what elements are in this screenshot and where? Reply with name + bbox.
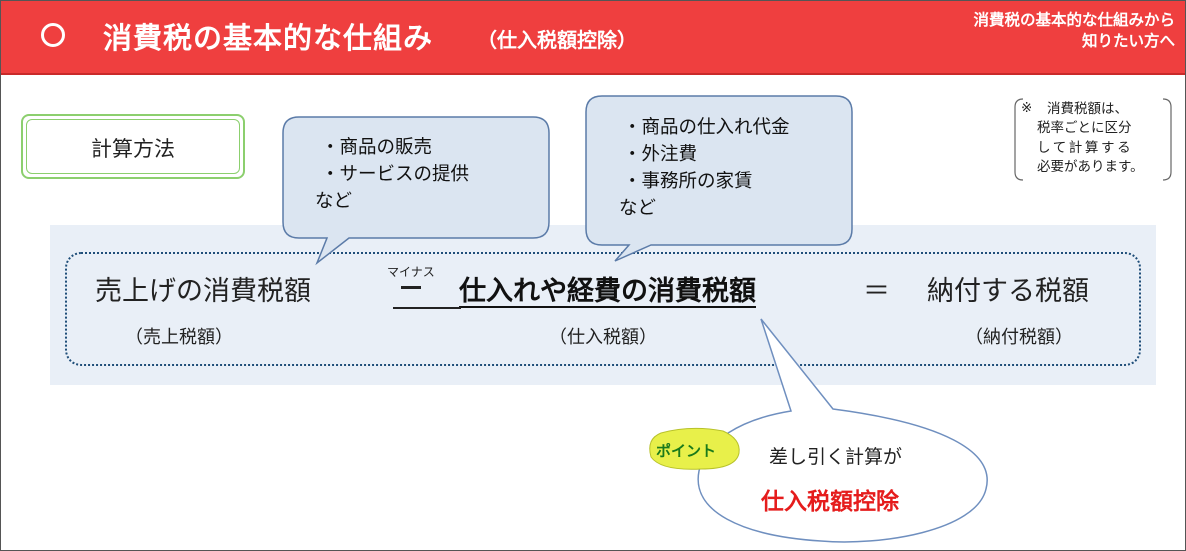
purchase-item-3: ・事務所の家賃 [623, 171, 753, 192]
point-text: 差し引く計算が [769, 446, 903, 468]
method-label: 計算方法 [91, 137, 175, 161]
purchase-bubble-text: ・商品の仕入れ代金 ・外注費 ・事務所の家賃 など [619, 114, 790, 222]
formula-dotted-box [65, 252, 1141, 366]
header-bar: 消費税の基本的な仕組み （仕入税額控除） 消費税の基本的な仕組みから 知りたい方… [1, 1, 1185, 75]
sales-bubble-text: ・商品の販売 ・サービスの提供 など [315, 134, 470, 215]
sales-tax-term: 売上げの消費税額 [95, 276, 311, 307]
purchase-item-4: など [619, 198, 657, 219]
method-label-box: 計算方法 [21, 114, 245, 179]
formula-band [50, 225, 1156, 385]
note-bracket-icon [1014, 98, 1172, 181]
sales-item-3: など [315, 191, 353, 212]
equals-sign: ＝ [863, 276, 890, 307]
minus-label: マイナス [387, 265, 435, 279]
minus-sign [401, 286, 421, 289]
note-line-4: 必要があります。 [1037, 159, 1144, 175]
payable-tax-term: 納付する税額 [927, 276, 1089, 307]
purchase-tax-label: （仕入税額） [549, 327, 657, 348]
method-label-inner-border [26, 119, 240, 174]
sales-callout-bubble [282, 116, 550, 266]
note-line-3: して計算する [1037, 139, 1134, 156]
basics-link-line1[interactable]: 消費税の基本的な仕組みから [973, 11, 1175, 29]
note-line-1: 消費税額は、 [1047, 101, 1128, 117]
page-title: 消費税の基本的な仕組み [103, 21, 434, 55]
point-badge-label: ポイント [656, 442, 717, 460]
basics-link[interactable]: 消費税の基本的な仕組みから 知りたい方へ [973, 10, 1175, 52]
payable-tax-label: （納付税額） [965, 327, 1073, 348]
purchase-callout-bubble [585, 95, 853, 262]
sales-tax-label: （売上税額） [125, 327, 233, 348]
circle-icon [41, 23, 65, 47]
sales-item-2: ・サービスの提供 [321, 164, 470, 185]
purchase-item-2: ・外注費 [623, 144, 698, 165]
point-badge [649, 427, 740, 470]
note-line-2: 税率ごとに区分 [1037, 120, 1132, 136]
note-mark: ※ [1021, 100, 1033, 116]
page-subtitle: （仕入税額控除） [477, 28, 637, 52]
purchase-item-1: ・商品の仕入れ代金 [623, 117, 790, 138]
tax-rate-note: ※ 消費税額は、 税率ごとに区分 して計算する 必要があります。 [1013, 97, 1173, 182]
note-text: 消費税額は、 [1047, 100, 1128, 120]
basics-link-line2[interactable]: 知りたい方へ [1081, 32, 1175, 50]
point-highlight: 仕入税額控除 [761, 489, 899, 515]
purchase-tax-term: 仕入れや経費の消費税額 [459, 276, 756, 307]
sales-item-1: ・商品の販売 [321, 137, 433, 158]
note-text-rest: 税率ごとに区分 して計算する 必要があります。 [1037, 119, 1144, 178]
